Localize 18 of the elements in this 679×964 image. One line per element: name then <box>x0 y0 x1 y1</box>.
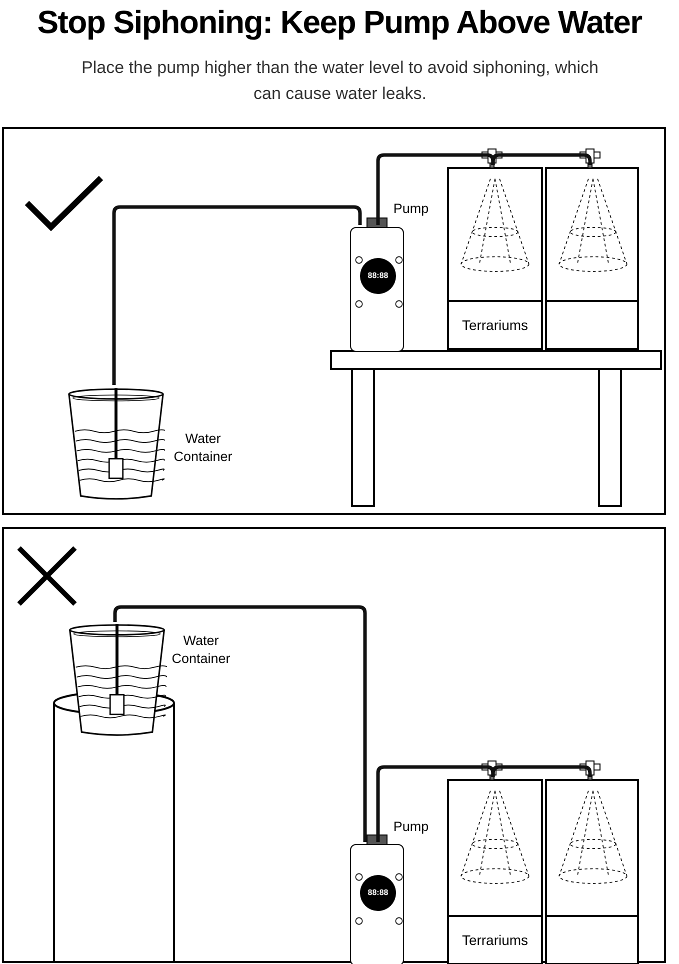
water-tube <box>376 765 495 842</box>
terrarium-label: Terrariums <box>462 930 528 950</box>
part-label: Pump <box>392 200 430 218</box>
scenario-panel <box>2 127 666 515</box>
water-tube <box>491 153 592 165</box>
part-label: Pump <box>392 818 430 836</box>
terrarium-label: Terrariums <box>462 316 528 334</box>
display-digits: 88:88 <box>368 889 388 897</box>
title: Stop Siphoning: Keep Pump Above Water <box>36 3 644 42</box>
water-tube <box>112 205 362 385</box>
water-tube <box>491 765 592 777</box>
display-digits: 88:88 <box>368 272 388 280</box>
part-label: Water Container <box>172 430 234 466</box>
water-tube <box>113 605 367 842</box>
scenario-panel <box>2 527 666 963</box>
caption: Place the pump higher than the water level to avoid siphoning, which can cause water leaks. <box>80 57 600 105</box>
water-tube <box>376 153 495 225</box>
part-label: Water Container <box>170 632 232 668</box>
